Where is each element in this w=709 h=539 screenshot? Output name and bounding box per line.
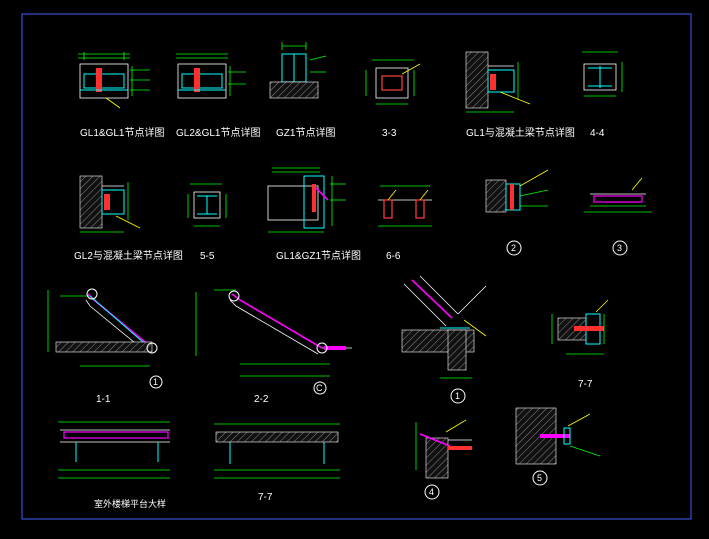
- detail-gz1: GZ1节点详图: [269, 42, 335, 139]
- callout-2-circle: [506, 240, 522, 256]
- callout-c-circle: [313, 381, 327, 395]
- detail-1: 1: [401, 275, 487, 404]
- caption-4-4: 4-4: [590, 128, 605, 139]
- section-7-7-right: 7-7: [551, 299, 609, 390]
- detail-gl1-concrete-beam: GL1与混凝土梁节点详图: [465, 51, 575, 139]
- callout-1a-circle: [149, 375, 163, 389]
- callout-1b-label: 1: [455, 391, 460, 401]
- caption-2-2: 2-2: [254, 394, 269, 405]
- callout-c-label: C: [316, 383, 323, 393]
- caption-gl1-gl1: GL1&GL1节点详图: [80, 126, 164, 139]
- callout-1a-label: 1: [153, 377, 158, 387]
- callout-3-circle: [612, 240, 628, 256]
- callout-4-circle: [424, 484, 440, 500]
- stair-section-1-1: 1 1-1: [47, 288, 163, 405]
- section-4-4: 4-4: [582, 51, 623, 139]
- section-7-7-bottom: 7-7: [214, 423, 340, 503]
- caption-6-6: 6-6: [386, 251, 401, 262]
- callout-1b-circle: [450, 388, 466, 404]
- detail-3: 3: [584, 177, 652, 256]
- callout-5-label: 5: [537, 473, 542, 483]
- caption-7-7-right: 7-7: [578, 379, 593, 390]
- caption-platform-plan: 室外楼梯平台大样: [94, 498, 166, 509]
- caption-1-1: 1-1: [96, 394, 111, 405]
- caption-gl2-concrete-beam: GL2与混凝土梁节点详图: [74, 249, 183, 262]
- detail-gl2-gl1: GL2&GL1节点详图: [176, 53, 260, 139]
- caption-gl1-gz1: GL1&GZ1节点详图: [276, 249, 361, 262]
- caption-gl2-gl1: GL2&GL1节点详图: [176, 126, 260, 139]
- section-6-6: 6-6: [378, 185, 432, 262]
- detail-gl2-concrete-beam: GL2与混凝土梁节点详图: [74, 175, 183, 262]
- section-5-5: 5-5: [187, 183, 227, 262]
- detail-gl1-gz1: GL1&GZ1节点详图: [267, 167, 361, 262]
- caption-7-7-bottom: 7-7: [258, 492, 273, 503]
- caption-gz1: GZ1节点详图: [276, 126, 335, 139]
- detail-5: 5: [515, 407, 601, 486]
- detail-4: 4: [415, 419, 472, 500]
- caption-5-5: 5-5: [200, 251, 215, 262]
- platform-plan: 室外楼梯平台大样: [58, 421, 170, 509]
- detail-2: 2: [485, 169, 549, 256]
- section-3-3: 3-3: [365, 59, 421, 139]
- callout-2-label: 2: [511, 243, 516, 253]
- callout-3-label: 3: [617, 243, 622, 253]
- callout-4-label: 4: [429, 487, 434, 497]
- caption-3-3: 3-3: [382, 128, 397, 139]
- caption-gl1-concrete-beam: GL1与混凝土梁节点详图: [466, 126, 575, 139]
- detail-gl1-gl1: GL1&GL1节点详图: [78, 52, 164, 139]
- callout-5-circle: [532, 470, 548, 486]
- stair-section-2-2: C 2-2: [195, 289, 352, 405]
- sheet-frame: [21, 13, 692, 520]
